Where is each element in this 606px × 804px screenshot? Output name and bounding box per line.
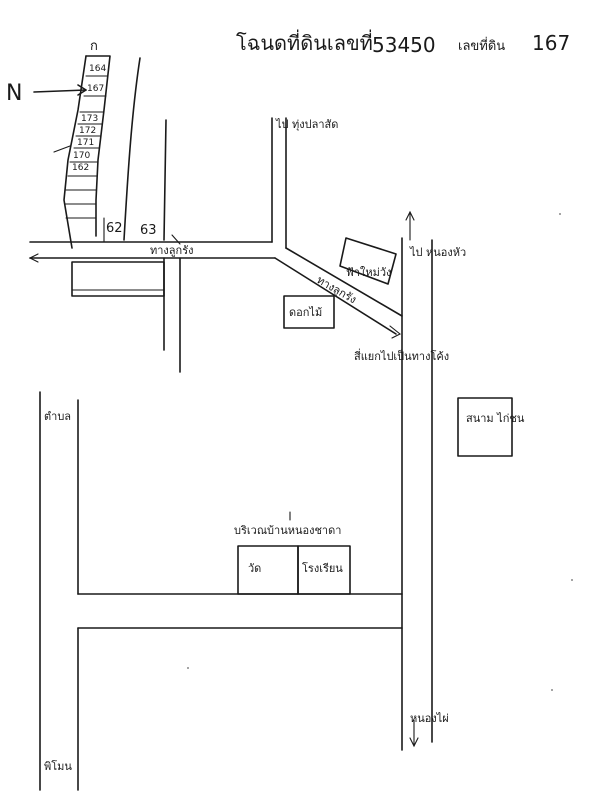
header: โฉนดที่ดินเลขที่ 53450 เลขที่ดิน 167 (236, 29, 570, 57)
road-laterite-top: ทางลูกรัง (28, 241, 276, 263)
road-label: ทางลูกรัง (150, 244, 193, 257)
plot-column-left-edge (63, 55, 87, 249)
land-number: 167 (532, 31, 570, 55)
road-arrow-icon (389, 325, 402, 339)
road-to-thung-pla-sat: ไป ทุ่งปลาสัด (271, 117, 338, 249)
group-label: บริเวณบ้านหนองชาดา (234, 524, 341, 537)
plot-number: 164 (89, 64, 106, 74)
road-label: พิโมน (44, 759, 72, 773)
plot-number: 167 (87, 84, 104, 94)
road-label: ไป ทุ่งปลาสัด (275, 118, 338, 131)
lower-plot-number: 62 (106, 221, 123, 236)
plot-leader-line (53, 145, 71, 153)
road-arrow-icon (405, 210, 415, 221)
road-left-vertical: ตำบล พิโมน (39, 391, 79, 791)
north-arrow: N (6, 81, 87, 106)
wat-label: วัด (248, 562, 261, 575)
road-arrow-icon (28, 253, 39, 263)
plot-column-right-edge (85, 55, 111, 237)
plot-column-top-marker: ก (90, 39, 98, 54)
road-right-vertical: ไป หนองหัว หนองไผ่ (401, 210, 466, 751)
school-temple-group: บริเวณบ้านหนองชาดา วัด โรงเรียน (234, 511, 351, 595)
road-label: ไป หนองหัว (409, 246, 466, 259)
wat-box (237, 545, 299, 595)
plot-number: 172 (79, 126, 96, 136)
place-label: สนาม ไก่ชน (466, 412, 525, 425)
road-arrow-icon (409, 737, 419, 748)
plot-number: 171 (77, 138, 94, 148)
place-box-cockfight (457, 397, 513, 457)
plot-number: 162 (72, 163, 89, 173)
boundary-line (123, 57, 141, 241)
north-arrow-icon: N (6, 81, 22, 106)
plot-pha-mai-wang (339, 237, 397, 285)
place-label: ฟ้าใหม่วัง (346, 266, 391, 279)
land-number-label: เลขที่ดิน (458, 37, 505, 54)
school-box (297, 545, 351, 595)
boundary-line (163, 119, 167, 241)
title-deed-label: โฉนดที่ดินเลขที่ (236, 29, 373, 55)
place-label: ดอกไม้ (289, 306, 322, 319)
pointer-arrow-line (33, 89, 87, 93)
lower-plot-number: 63 (140, 223, 157, 238)
road-diagonal: ทางลูกรัง (274, 247, 403, 339)
plot-column: ก 164 167 173 172 171 170 162 (53, 39, 111, 249)
road-label: หนองไผ่ (410, 712, 449, 725)
road-bottom-horizontal (77, 593, 403, 629)
plot-block (71, 261, 165, 297)
road-label: ตำบล (44, 410, 71, 423)
title-deed-number: 53450 (372, 33, 436, 57)
plot-number: 173 (81, 114, 98, 124)
school-label: โรงเรียน (302, 561, 343, 575)
plot-number: 170 (73, 151, 90, 161)
plot-dok-krai (283, 295, 335, 329)
